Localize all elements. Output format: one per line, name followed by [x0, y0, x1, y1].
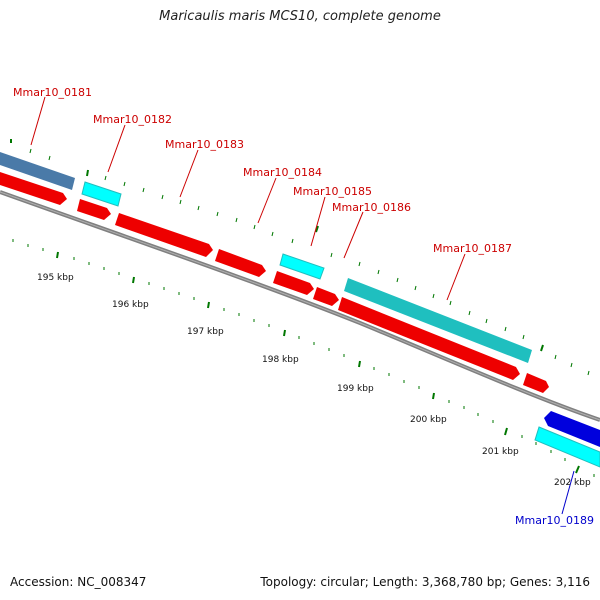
gene-0187-reverse[interactable]: [338, 297, 520, 380]
scale-label: 198 kbp: [262, 355, 299, 365]
gene-0183-reverse[interactable]: [115, 213, 213, 257]
gene-label-0189[interactable]: Mmar10_0189: [515, 514, 594, 527]
scale-label: 197 kbp: [187, 327, 224, 337]
scale-labels: 195 kbp 196 kbp 197 kbp 198 kbp 199 kbp …: [37, 273, 591, 488]
gene-0185-forward[interactable]: [279, 253, 325, 280]
gene-0188-reverse[interactable]: [523, 373, 549, 393]
gene-0187-forward[interactable]: [344, 278, 532, 363]
gene-label-0186[interactable]: Mmar10_0186: [332, 201, 411, 214]
gene-0181-forward[interactable]: [0, 152, 75, 190]
scale-label: 201 kbp: [482, 447, 519, 457]
scale-label: 200 kbp: [410, 415, 447, 425]
gene-0182-reverse[interactable]: [77, 199, 111, 220]
outer-tick-row: [10, 139, 590, 376]
scale-label: 195 kbp: [37, 273, 74, 283]
gene-label-leaders: [30, 96, 575, 515]
scale-label: 199 kbp: [337, 384, 374, 394]
gene-label-0182[interactable]: Mmar10_0182: [93, 113, 172, 126]
gene-0182-forward[interactable]: [81, 181, 122, 207]
accession-text: Accession: NC_008347: [10, 575, 147, 589]
genome-title: Maricaulis maris MCS10, complete genome: [159, 9, 441, 24]
gene-label-0185[interactable]: Mmar10_0185: [293, 185, 372, 198]
reverse-strand-genes: [0, 172, 549, 393]
gene-0186-reverse[interactable]: [313, 287, 339, 306]
gene-0184-reverse[interactable]: [215, 249, 266, 277]
gene-label-0181[interactable]: Mmar10_0181: [13, 86, 92, 99]
gene-label-0183[interactable]: Mmar10_0183: [165, 138, 244, 151]
gene-0185-reverse[interactable]: [273, 271, 314, 295]
gene-0189-forward[interactable]: [534, 426, 600, 468]
scale-label: 202 kbp: [554, 478, 591, 488]
gene-label-0184[interactable]: Mmar10_0184: [243, 166, 322, 179]
gene-label-0187[interactable]: Mmar10_0187: [433, 242, 512, 255]
genome-summary-text: Topology: circular; Length: 3,368,780 bp…: [260, 575, 590, 589]
scale-label: 196 kbp: [112, 300, 149, 310]
gene-labels: Mmar10_0181 Mmar10_0182 Mmar10_0183 Mmar…: [13, 86, 594, 527]
forward-strand-genes: [0, 152, 600, 468]
gene-0189-blue[interactable]: [544, 411, 600, 447]
inner-tick-row: [12, 239, 595, 477]
gene-0181-reverse[interactable]: [0, 172, 67, 205]
